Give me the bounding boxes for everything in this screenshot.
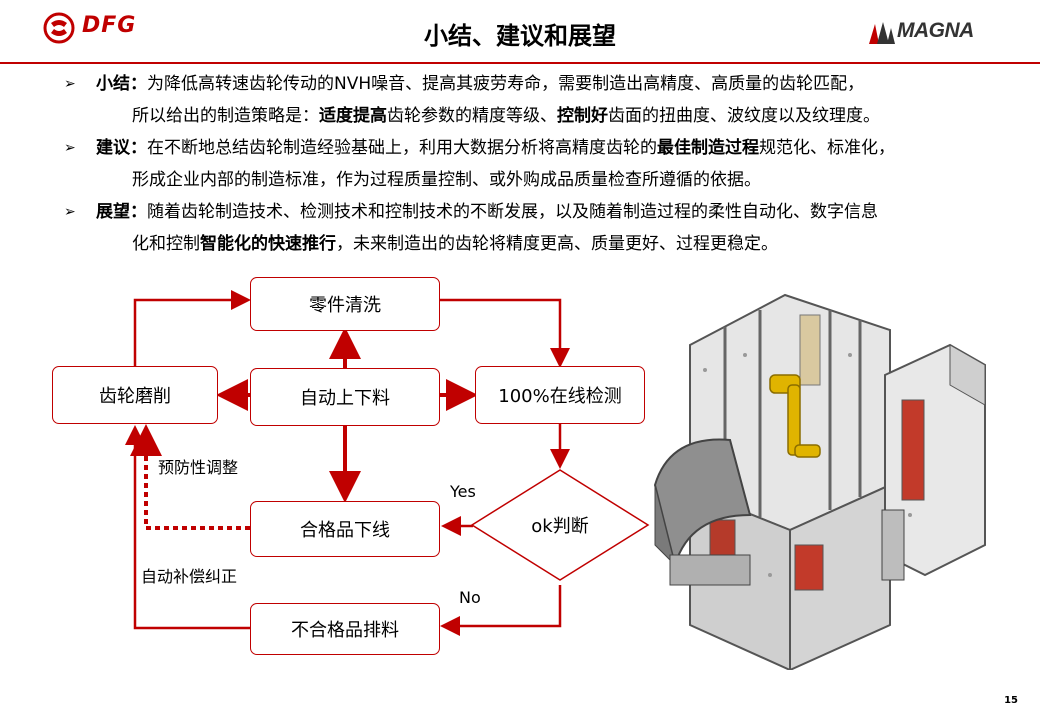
box-auto-loading: 自动上下料 <box>250 368 440 426</box>
bullet-text: 所以给出的制造策略是： <box>132 106 319 126</box>
arrow-rejected-to-grinding <box>125 425 250 630</box>
bullet-emphasis: 适度提高 <box>319 106 387 126</box>
dfg-logo-text: DFG <box>82 13 137 38</box>
bullet-text: 化和控制 <box>132 234 200 254</box>
bullet-text: 形成企业内部的制造标准，作为过程质量控制、或外购成品质量检查所遵循的依据。 <box>132 170 761 190</box>
arrow-decision-to-rejected <box>440 585 562 636</box>
magna-logo-text: MAGNA <box>897 19 974 42</box>
bullet-emphasis: 智能化的快速推行 <box>200 234 336 254</box>
bullet-text: 齿面的扭曲度、波纹度以及纹理度。 <box>608 106 880 126</box>
yes-label: Yes <box>450 482 476 501</box>
bullet-label: 建议： <box>96 138 147 158</box>
bullet-text: 规范化、标准化， <box>759 138 895 158</box>
box-gear-grinding: 齿轮磨削 <box>52 366 218 424</box>
bullet-label: 小结： <box>96 74 147 94</box>
page-title: 小结、建议和展望 <box>424 22 616 50</box>
bullet-continuation: 所以给出的制造策略是：适度提高齿轮参数的精度等级、控制好齿面的扭曲度、波纹度以及… <box>64 100 1014 132</box>
bullet-text: 随着齿轮制造技术、检测技术和控制技术的不断发展，以及随着制造过程的柔性自动化、数… <box>147 202 878 222</box>
flowchart-connectors <box>125 290 650 636</box>
bullet-label: 展望： <box>96 202 147 222</box>
bullet-summary: ➢ 小结：为降低高转速齿轮传动的NVH噪音、提高其疲劳寿命，需要制造出高精度、高… <box>64 68 1014 100</box>
bullet-arrow-icon: ➢ <box>64 76 76 92</box>
header-divider <box>0 62 1040 64</box>
bullet-text: ，未来制造出的齿轮将精度更高、质量更好、过程更稳定。 <box>336 234 778 254</box>
bullet-text: 为降低高转速齿轮传动的NVH噪音、提高其疲劳寿命，需要制造出高精度、高质量的齿轮… <box>147 74 865 94</box>
ok-decision-diamond <box>470 469 650 581</box>
arrow-cleaning-to-inspection <box>440 298 570 368</box>
bullet-text: 齿轮参数的精度等级、 <box>387 106 557 126</box>
box-rejected-discharge: 不合格品排料 <box>250 603 440 655</box>
auto-compensation-label: 自动补偿纠正 <box>141 567 238 586</box>
dotted-arrow-preventive <box>130 424 250 530</box>
bullet-outlook: ➢ 展望：随着齿轮制造技术、检测技术和控制技术的不断发展，以及随着制造过程的柔性… <box>64 196 1014 228</box>
gear-grinding-machine-illustration <box>653 293 986 670</box>
bullet-emphasis: 控制好 <box>557 106 608 126</box>
bullet-suggestion: ➢ 建议：在不断地总结齿轮制造经验基础上，利用大数据分析将高精度齿轮的最佳制造过… <box>64 132 1014 164</box>
bullet-continuation: 形成企业内部的制造标准，作为过程质量控制、或外购成品质量检查所遵循的依据。 <box>64 164 1014 196</box>
box-online-inspection: 100%在线检测 <box>475 366 645 424</box>
decision-label: ok判断 <box>531 516 589 537</box>
page-number: 15 <box>1004 695 1018 706</box>
magna-logo-icon <box>869 22 895 44</box>
box-qualified-output: 合格品下线 <box>250 501 440 557</box>
bullet-continuation: 化和控制智能化的快速推行，未来制造出的齿轮将精度更高、质量更好、过程更稳定。 <box>64 228 1014 260</box>
bullet-emphasis: 最佳制造过程 <box>657 138 759 158</box>
preventive-adjust-label: 预防性调整 <box>158 458 239 477</box>
header: DFG 小结、建议和展望 MAGNA <box>0 0 1040 62</box>
arrow-grinding-to-cleaning <box>133 290 251 367</box>
bullet-text: 在不断地总结齿轮制造经验基础上，利用大数据分析将高精度齿轮的 <box>147 138 657 158</box>
process-flowchart: 零件清洗 齿轮磨削 自动上下料 100%在线检测 合格品下线 不合格品排料 ok… <box>0 260 660 680</box>
bullet-arrow-icon: ➢ <box>64 204 76 220</box>
summary-bullets: ➢ 小结：为降低高转速齿轮传动的NVH噪音、提高其疲劳寿命，需要制造出高精度、高… <box>64 68 1014 260</box>
box-part-cleaning: 零件清洗 <box>250 277 440 331</box>
dfg-logo-icon <box>43 12 75 44</box>
bullet-arrow-icon: ➢ <box>64 140 76 156</box>
no-label: No <box>459 588 481 607</box>
